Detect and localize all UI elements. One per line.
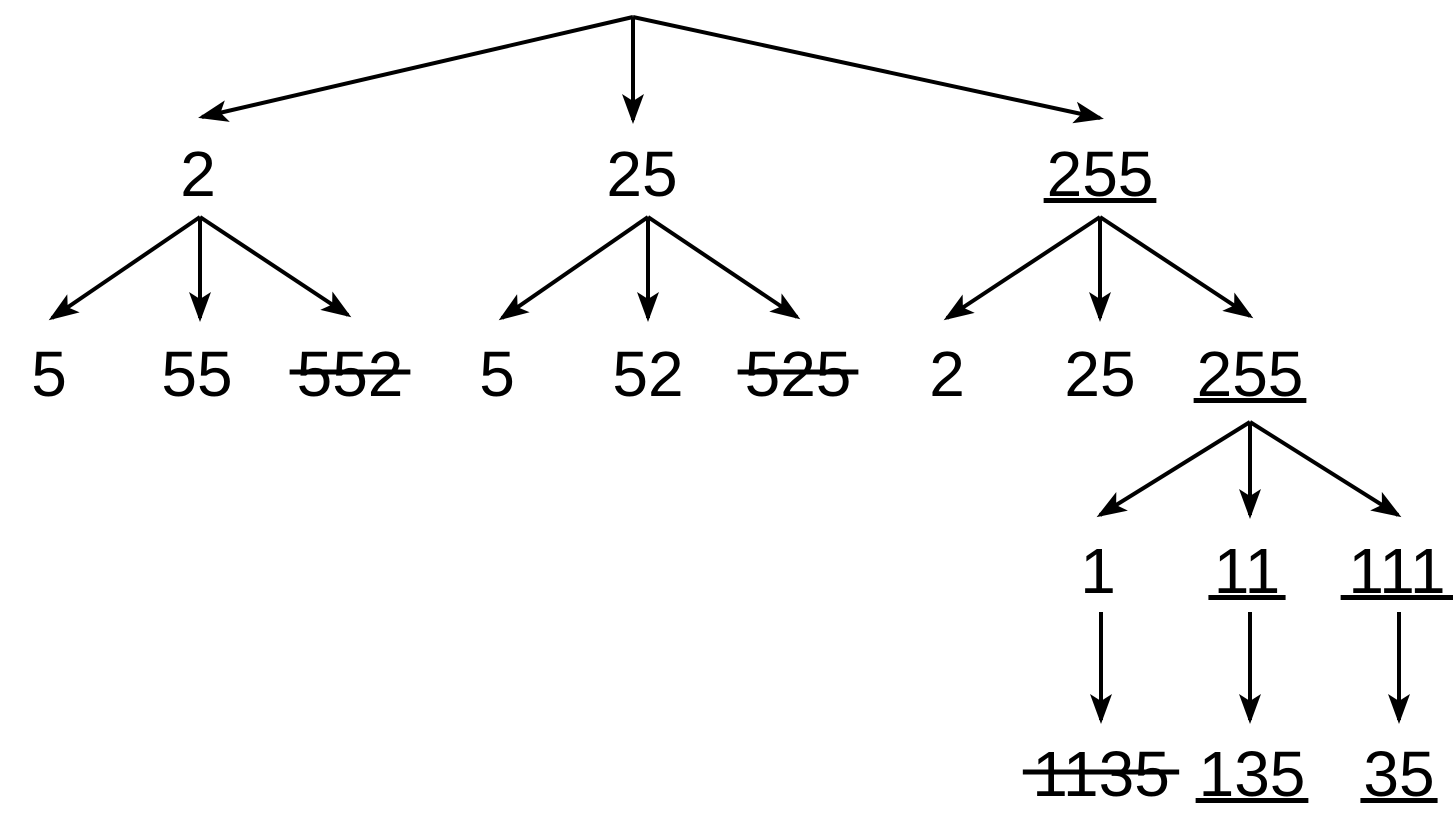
tree-node-label: 5 xyxy=(31,338,67,410)
tree-edge-arrow xyxy=(48,215,202,321)
tree-node-label: 2 xyxy=(180,138,216,210)
tree-edge-arrow xyxy=(646,215,801,320)
tree-edge-arrow xyxy=(1098,215,1254,319)
tree-edge-arrow xyxy=(198,15,634,122)
tree-node-label: 52 xyxy=(612,338,683,410)
tree-edge-arrow xyxy=(198,215,352,318)
tree-node-label: 55 xyxy=(161,338,232,410)
tree-edge-arrow xyxy=(1248,420,1402,518)
tree-node-label: 5 xyxy=(479,338,515,410)
tree-edge-arrow xyxy=(943,215,1102,321)
tree-edge-arrow xyxy=(498,215,650,321)
tree-node-label: 2 xyxy=(929,338,965,410)
tree-edge-arrow xyxy=(632,15,1104,124)
tree-node-label: 25 xyxy=(1064,338,1135,410)
tree-node-label: 1 xyxy=(1080,535,1116,607)
tree-edge-arrow xyxy=(1096,420,1252,518)
tree-node-label: 25 xyxy=(606,138,677,210)
